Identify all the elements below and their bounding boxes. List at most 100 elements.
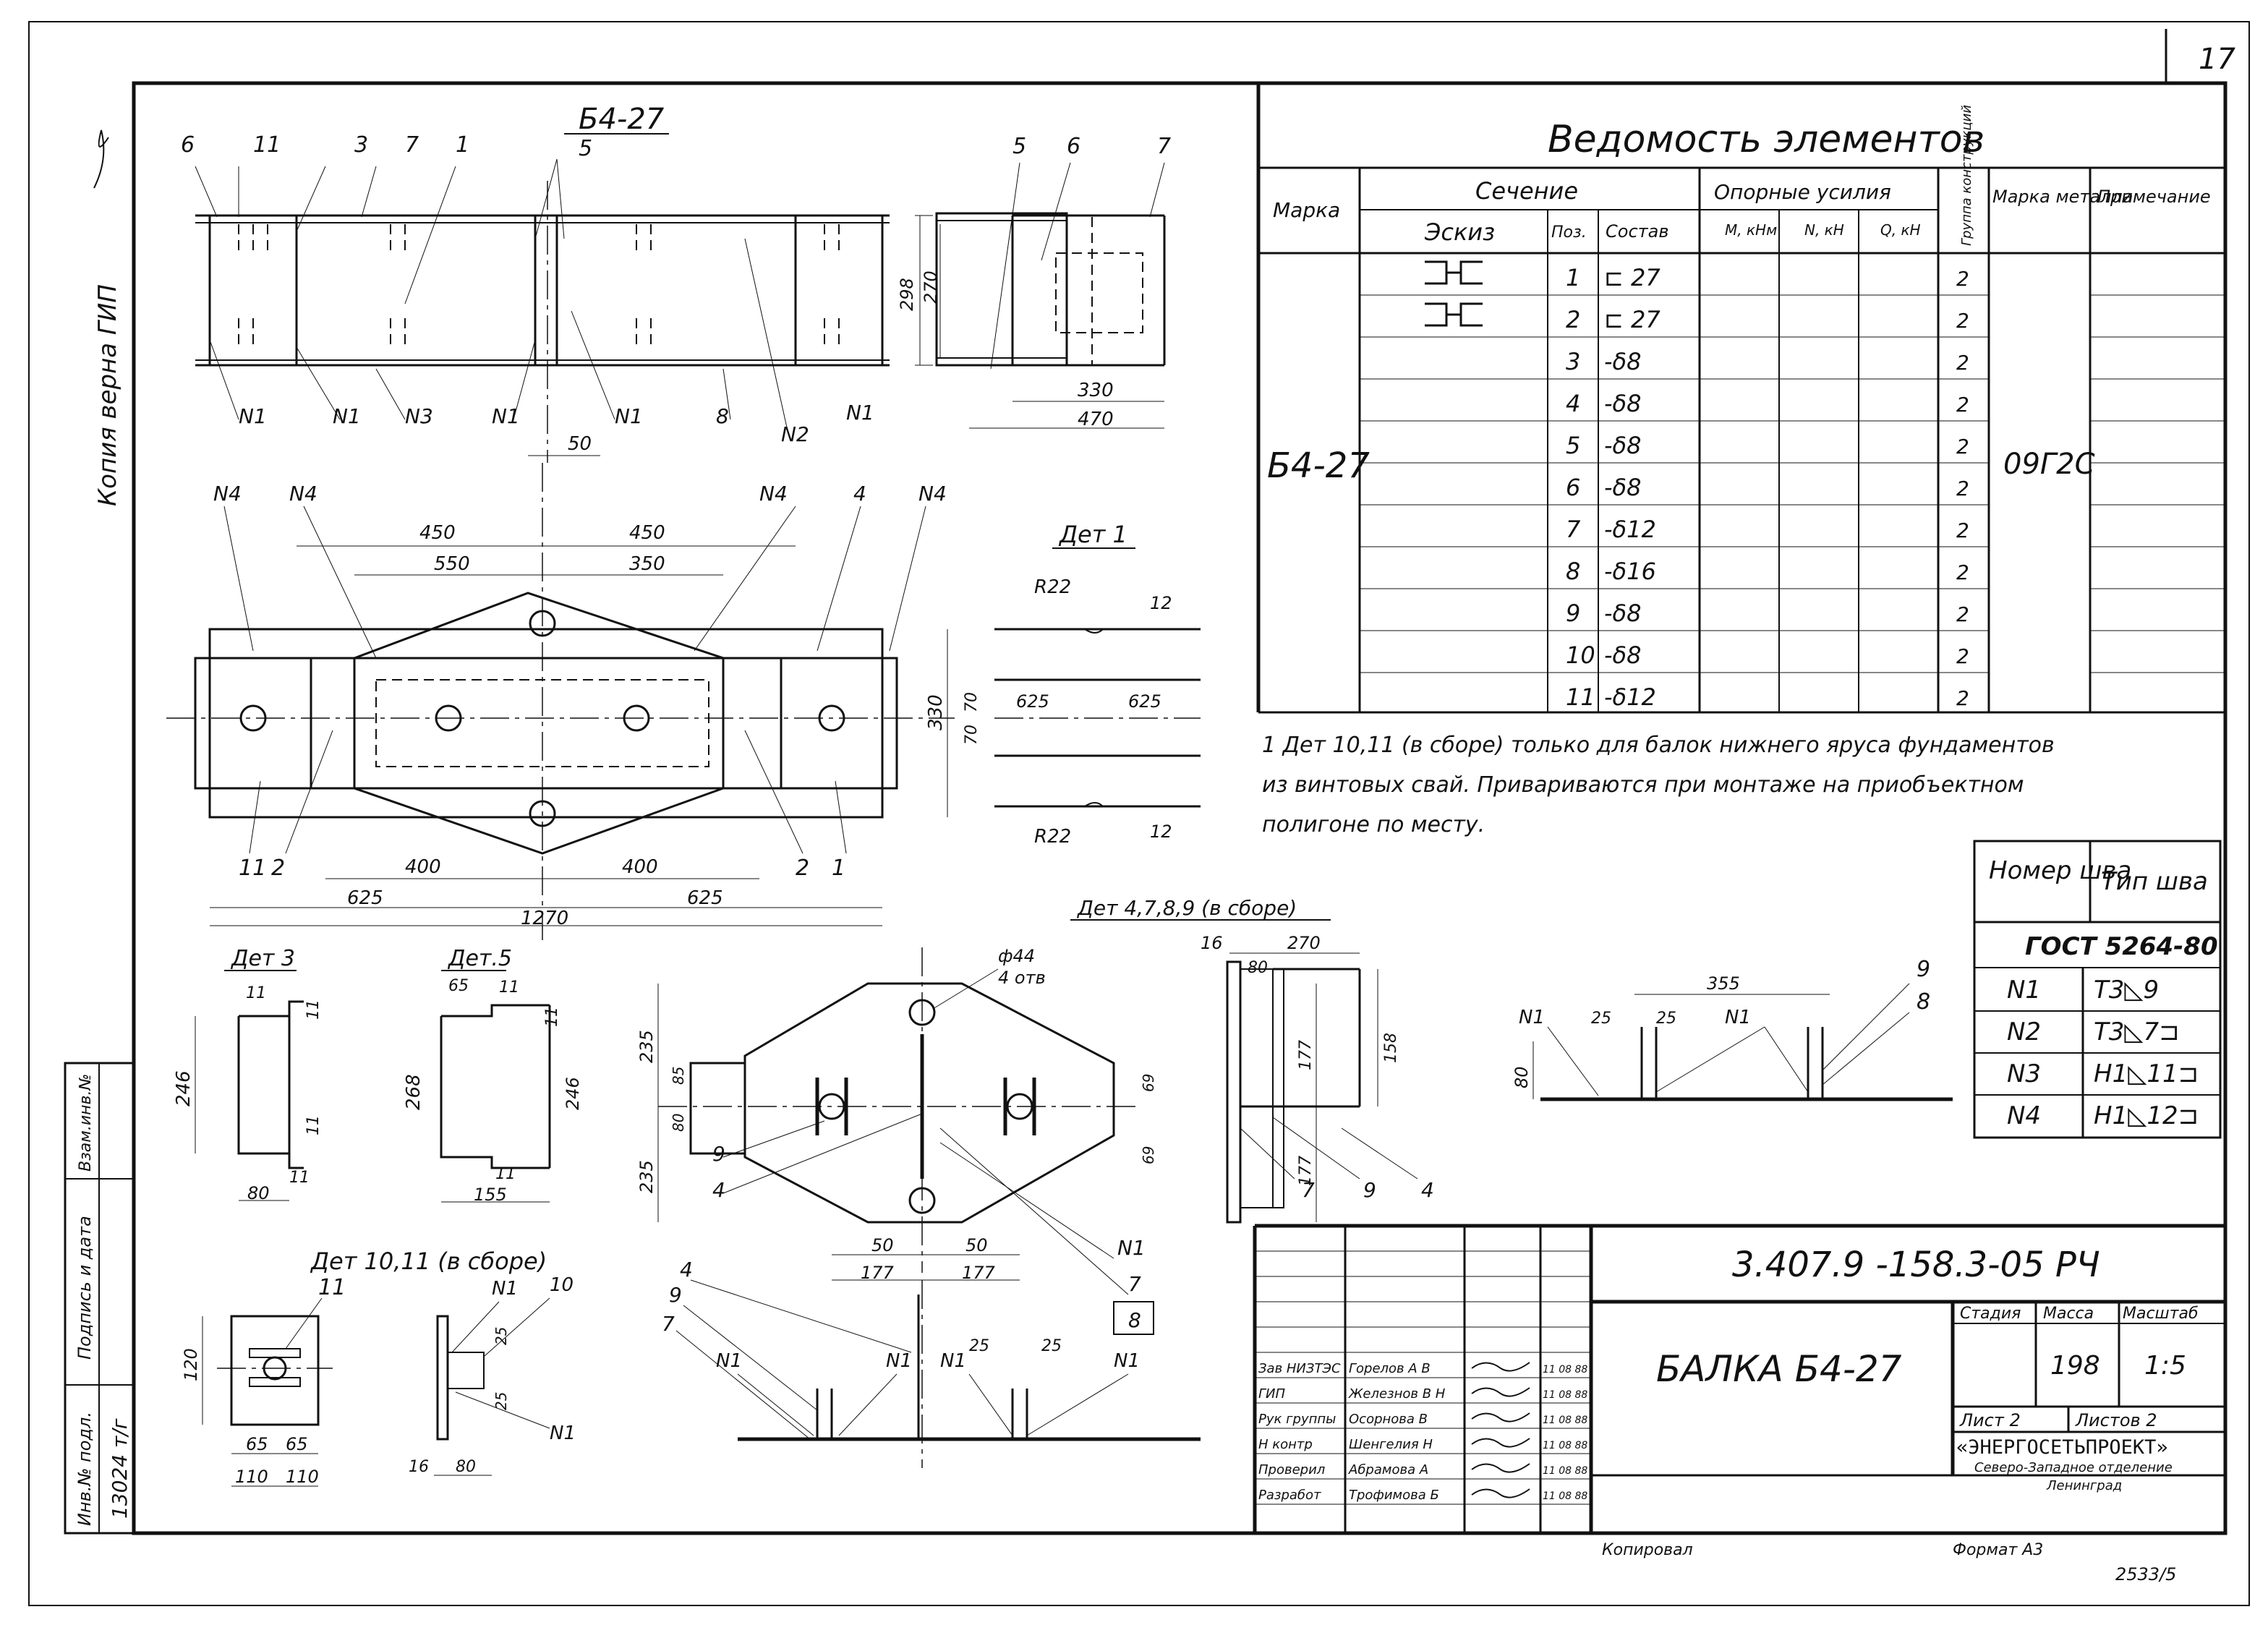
table-row-group: 2 [1956,602,1969,626]
signature-name: Шенгелия Н [1349,1437,1433,1452]
table-row-pos: 2 [1566,306,1580,333]
signature-mark [1471,1463,1530,1473]
signature-date: 11 08 88 [1543,1364,1587,1376]
table-row-group: 2 [1956,309,1969,333]
svg-text:M, кНм: M, кНм [1725,221,1777,239]
table-steel: 09Г2С [2003,448,2095,481]
svg-text:7: 7 [1157,134,1171,159]
svg-text:110: 110 [286,1467,319,1487]
table-row-pos: 1 [1566,264,1580,291]
weld-row-num: N2 [2007,1018,2041,1046]
svg-text:625: 625 [1016,691,1049,712]
svg-text:8: 8 [1128,1308,1141,1332]
svg-text:246: 246 [563,1077,583,1110]
svg-text:65: 65 [286,1434,308,1454]
svg-text:12: 12 [1150,593,1172,613]
svg-text:4: 4 [680,1258,693,1281]
svg-text:Инв.№ подл.: Инв.№ подл. [74,1412,95,1526]
svg-text:Марка: Марка [1273,198,1340,222]
svg-text:N4: N4 [759,482,788,506]
table-row-group: 2 [1956,560,1969,584]
svg-text:400: 400 [622,856,658,878]
svg-text:Поз.: Поз. [1551,223,1587,242]
table-row-composition: -δ8 [1604,348,1641,375]
svg-text:Масштаб: Масштаб [2123,1305,2199,1323]
svg-text:N1: N1 [846,401,874,425]
svg-text:N1: N1 [492,1278,518,1300]
svg-text:1270: 1270 [521,908,568,929]
page-number: 17 [2199,43,2235,76]
table-row-composition: -δ12 [1604,683,1656,711]
signature-role: Разработ [1258,1488,1321,1503]
svg-text:N1: N1 [492,404,520,428]
svg-text:Взам.инв.№: Взам.инв.№ [77,1074,95,1172]
table-row-composition: ⊏ 27 [1604,306,1660,333]
table-row-composition: -δ16 [1604,558,1656,585]
svg-text:Эскиз: Эскиз [1424,218,1495,246]
svg-text:25: 25 [493,1392,510,1410]
det3-view: Дет 3 246 11 11 11 11 80 [173,946,323,1203]
elements-table-title: Ведомость элементов [1548,118,1984,161]
svg-text:80: 80 [456,1458,476,1476]
svg-text:155: 155 [474,1185,507,1205]
svg-text:4: 4 [853,482,866,506]
svg-text:450: 450 [419,522,456,544]
signature-date: 11 08 88 [1543,1490,1587,1502]
svg-text:235: 235 [636,1160,657,1193]
svg-text:270: 270 [1287,933,1321,953]
signature-mark [1471,1412,1530,1423]
weld-row-num: N3 [2007,1059,2041,1088]
signature-name: Горелов А В [1349,1361,1431,1376]
svg-text:330: 330 [925,694,947,730]
svg-text:из винтовых свай. Привариваютс: из винтовых свай. Привариваются при монт… [1262,772,2024,798]
drawing-name: БАЛКА Б4-27 [1656,1348,1902,1390]
svg-text:25: 25 [1591,1010,1611,1028]
svg-text:7: 7 [1128,1272,1141,1296]
svg-text:177: 177 [861,1263,895,1283]
svg-text:N1: N1 [333,404,361,428]
svg-text:Северо-Западное отделение: Северо-Западное отделение [1974,1460,2173,1475]
table-row-composition: ⊏ 27 [1604,264,1660,291]
svg-text:Масса: Масса [2043,1305,2094,1323]
svg-text:177: 177 [1297,1040,1315,1070]
svg-text:N, кН: N, кН [1804,221,1844,239]
svg-text:120: 120 [181,1348,201,1381]
svg-text:450: 450 [629,522,665,544]
svg-text:10: 10 [550,1274,574,1296]
signature-name: Абрамова А [1348,1462,1428,1477]
svg-text:400: 400 [405,856,441,878]
table-row-pos: 3 [1566,348,1580,375]
svg-text:9: 9 [669,1283,682,1307]
svg-text:N2: N2 [781,422,809,446]
svg-text:11: 11 [304,999,323,1020]
signature-mark [1471,1387,1530,1397]
table-row-composition: -δ8 [1604,474,1641,501]
svg-text:11: 11 [304,1115,323,1135]
plan-view: 450 450 550 350 400 400 625 625 1270 330… [166,463,981,940]
signature-date: 11 08 88 [1543,1465,1587,1477]
svg-text:246: 246 [173,1070,195,1106]
svg-text:298: 298 [897,278,917,311]
det1-view: Дет 1 R22 R22 12 12 625 625 [994,521,1201,848]
svg-text:Группа конструкций: Группа конструкций [1959,105,1974,246]
svg-text:Тип шва: Тип шва [2101,867,2208,896]
signature-role: Рук группы [1258,1412,1336,1427]
svg-text:5: 5 [1012,134,1026,159]
signature-name: Трофимова Б [1349,1488,1439,1503]
table-row-group: 2 [1956,351,1969,375]
svg-text:69: 69 [1140,1146,1157,1164]
main-elevation-view: Б4-27 6 11 3 7 [181,103,1171,463]
svg-text:25: 25 [493,1327,510,1345]
svg-text:625: 625 [687,887,723,909]
left-stamp: Инв.№ подл. 13024 т/г Подпись и дата Вза… [64,1062,135,1535]
svg-text:N1: N1 [615,404,643,428]
svg-text:270: 270 [921,270,941,304]
svg-text:11: 11 [499,978,519,997]
svg-text:Примечание: Примечание [2097,187,2211,207]
elements-table: Ведомость элементов Марка Сечение [1256,83,2225,714]
svg-text:11: 11 [289,1169,310,1187]
